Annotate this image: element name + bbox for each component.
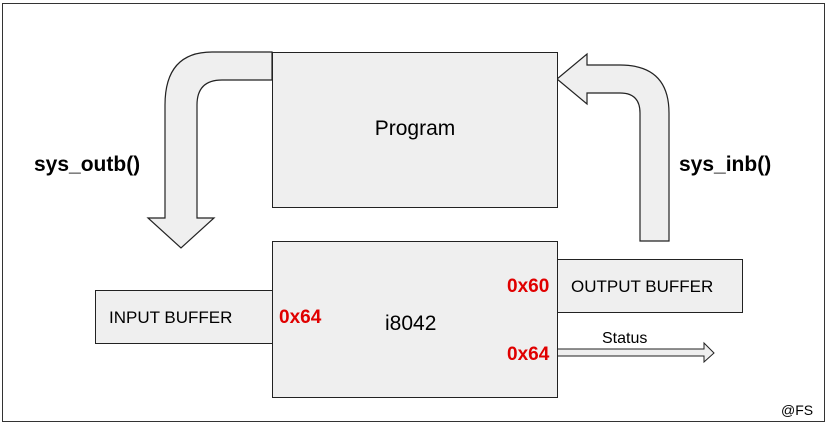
input-port-label: 0x64 bbox=[279, 307, 322, 328]
output-buffer-box: OUTPUT BUFFER bbox=[557, 259, 743, 313]
program-label: Program bbox=[374, 117, 456, 140]
controller-box: i8042 0x64 0x60 0x64 bbox=[272, 241, 558, 398]
input-buffer-box: INPUT BUFFER bbox=[95, 290, 273, 344]
controller-label: i8042 bbox=[385, 312, 437, 335]
diagram-frame bbox=[2, 3, 825, 422]
read-call-label: sys_inb() bbox=[679, 153, 772, 176]
status-arrow bbox=[556, 341, 715, 364]
status-port-label: 0x64 bbox=[507, 344, 550, 365]
program-box: Program bbox=[272, 52, 558, 208]
credit-label: @FS bbox=[781, 402, 814, 418]
input-buffer-label: INPUT BUFFER bbox=[109, 308, 233, 327]
write-arrow bbox=[146, 51, 273, 249]
status-label: Status bbox=[602, 330, 648, 347]
read-arrow bbox=[556, 52, 670, 242]
write-call-label: sys_outb() bbox=[34, 153, 141, 176]
output-buffer-label: OUTPUT BUFFER bbox=[571, 277, 714, 296]
output-port-label: 0x60 bbox=[507, 276, 550, 297]
